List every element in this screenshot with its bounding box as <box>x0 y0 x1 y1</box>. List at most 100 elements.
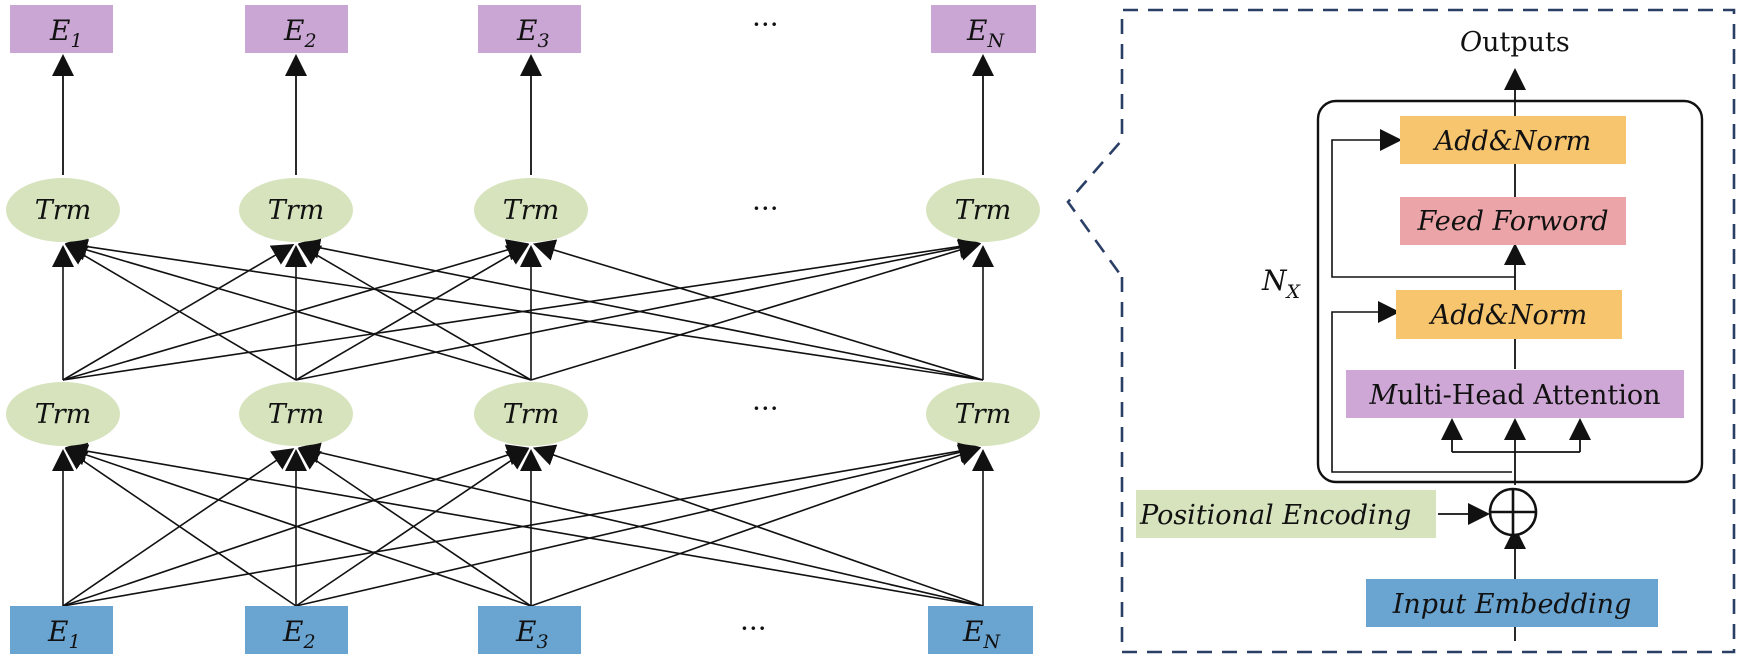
input-box <box>928 606 1033 654</box>
connection-arrow <box>295 448 530 607</box>
output-box <box>931 5 1036 53</box>
attention-box <box>1346 370 1684 418</box>
ellipsis-top-trm: ··· <box>752 192 779 225</box>
trm-node-bottom-1: Trm <box>6 382 120 446</box>
dashed-callout-border <box>1066 8 1736 654</box>
bert-stack: E1 E2 E3 EN ··· Trm Trm Tr <box>6 5 1040 654</box>
input-embedding-e2: E2 <box>245 606 348 654</box>
connection-arrow <box>295 244 530 381</box>
residual-path-1 <box>1331 301 1512 473</box>
output-label: E2 <box>283 14 317 52</box>
output-label: EN <box>966 14 1005 52</box>
trm-ellipse <box>6 382 120 446</box>
ellipsis-bottom-trm: ··· <box>752 392 779 425</box>
output-embedding-e1: E1 <box>10 5 113 53</box>
feed-forward-label: Feed Forword <box>1416 206 1608 237</box>
positional-encoding: Positional Encoding <box>1136 490 1436 538</box>
attention-label: Multi-Head Attention <box>1369 380 1661 411</box>
encoder-detail: Outputs Add&Norm Feed Forword Add& <box>1066 8 1736 654</box>
input-label: E2 <box>282 615 316 653</box>
trm-node-top-1: Trm <box>6 178 120 242</box>
trm-label: Trm <box>955 399 1012 430</box>
trm-label: Trm <box>503 399 560 430</box>
feed-forward: Feed Forword <box>1400 197 1626 245</box>
add-norm-label: Add&Norm <box>1432 126 1592 157</box>
input-label: E1 <box>47 615 81 653</box>
connection-arrow <box>297 236 984 381</box>
add-norm-bottom: Add&Norm <box>1396 290 1622 339</box>
trm-label: Trm <box>503 195 560 226</box>
positional-encoding-box <box>1136 490 1436 538</box>
connection-arrow <box>62 444 530 607</box>
trm-node-top-3: Trm <box>474 178 588 242</box>
trm-label: Trm <box>35 399 92 430</box>
output-embedding-e3: E3 <box>478 5 581 53</box>
connection-arrow <box>64 244 297 381</box>
input-embedding-en: EN <box>928 606 1033 654</box>
trm-node-bottom-2: Trm <box>239 382 353 446</box>
multi-head-attention: Multi-Head Attention <box>1346 370 1684 418</box>
positional-encoding-label: Positional Encoding <box>1139 500 1411 531</box>
trm-node-top-n: Trm <box>926 178 1040 242</box>
encoder-block <box>1316 99 1704 484</box>
input-box <box>245 606 348 654</box>
input-embedding: Input Embedding <box>1366 579 1658 627</box>
connection-arrow <box>530 239 982 381</box>
trm-ellipse <box>926 178 1040 242</box>
trm-ellipse <box>926 382 1040 446</box>
output-box <box>245 5 348 53</box>
trm-node-bottom-n: Trm <box>926 382 1040 446</box>
trm-ellipse <box>239 178 353 242</box>
output-box <box>478 5 581 53</box>
connection-arrow <box>62 239 530 381</box>
connection-arrow <box>64 440 984 607</box>
output-embedding-en: EN <box>931 5 1036 53</box>
trm-connections <box>52 235 994 607</box>
add-circle-icon <box>1488 487 1538 537</box>
trm-ellipse <box>6 178 120 242</box>
outputs-label: Outputs <box>1460 27 1570 58</box>
ellipsis-top: ··· <box>752 8 779 41</box>
trm-node-bottom-3: Trm <box>474 382 588 446</box>
residual-path-2 <box>1331 129 1515 278</box>
input-box <box>478 606 581 654</box>
output-label: E1 <box>49 14 83 52</box>
trm-label: Trm <box>955 195 1012 226</box>
trm-label: Trm <box>268 399 325 430</box>
connection-arrow <box>297 244 532 381</box>
input-embedding-e3: E3 <box>478 606 581 654</box>
connection-arrow <box>297 441 984 607</box>
trm-ellipse <box>474 382 588 446</box>
trm-ellipse <box>239 382 353 446</box>
feed-forward-box <box>1400 197 1626 245</box>
trm-label: Trm <box>268 195 325 226</box>
connection-arrow <box>62 244 295 381</box>
add-norm-top: Add&Norm <box>1400 116 1626 164</box>
input-embedding-e1: E1 <box>10 606 113 654</box>
connection-arrow <box>64 448 297 607</box>
connection-arrow <box>532 444 984 607</box>
output-embedding-e2: E2 <box>245 5 348 53</box>
connection-arrow <box>530 444 982 607</box>
output-box <box>10 5 113 53</box>
add-norm-box <box>1396 290 1622 339</box>
output-label: E3 <box>516 14 550 52</box>
trm-ellipse <box>474 178 588 242</box>
connection-arrow <box>64 235 984 381</box>
connection-arrow <box>297 448 532 607</box>
input-label: EN <box>962 615 1001 653</box>
connection-arrow <box>295 441 982 607</box>
connection-arrow <box>64 239 532 381</box>
input-box <box>10 606 113 654</box>
trm-label: Trm <box>35 195 92 226</box>
add-norm-box <box>1400 116 1626 164</box>
add-norm-label: Add&Norm <box>1428 300 1588 331</box>
connection-arrow <box>62 448 295 607</box>
input-label: E3 <box>515 615 549 653</box>
connection-arrow <box>64 444 532 607</box>
input-embedding-label: Input Embedding <box>1392 589 1632 620</box>
ellipsis-inputs: ··· <box>740 612 767 645</box>
connection-arrow <box>532 239 984 381</box>
trm-node-top-2: Trm <box>239 178 353 242</box>
